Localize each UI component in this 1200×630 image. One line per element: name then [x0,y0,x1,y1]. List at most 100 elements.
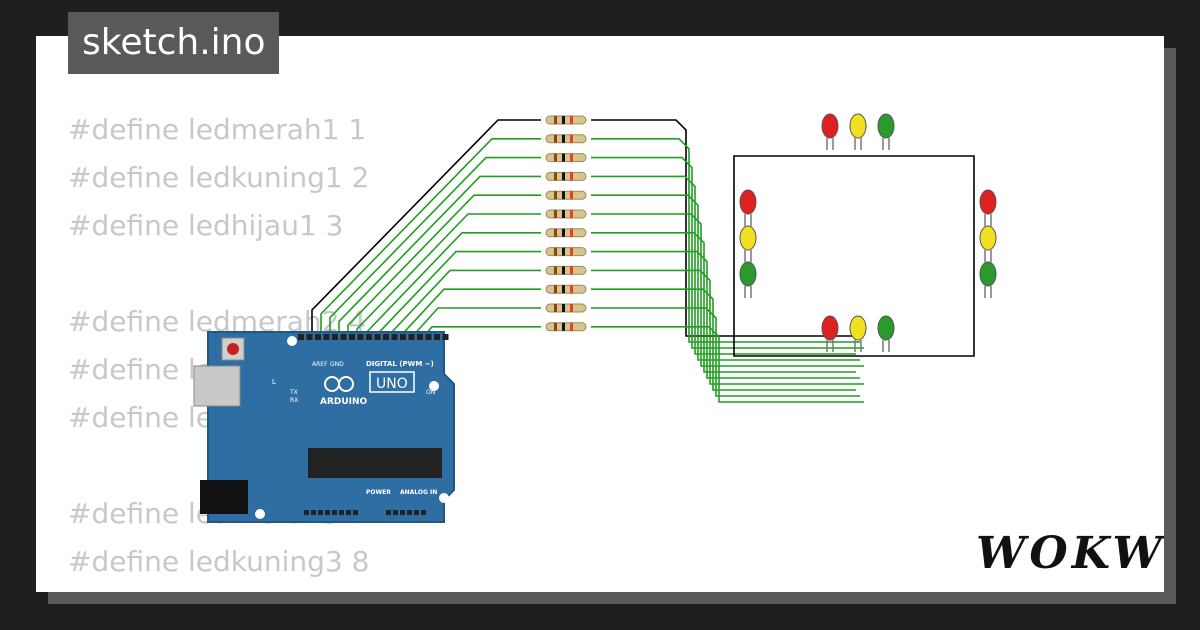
power-jack [200,480,248,514]
brand-label: ARDUINO [320,397,368,407]
resistor [545,265,587,275]
led-red-icon [739,189,757,215]
atmega-chip [308,448,442,478]
header-pin [408,334,415,340]
resistor-band [562,210,565,218]
file-tab[interactable]: sketch.ino [68,12,280,74]
wokwi-logo[interactable]: WOKWi [976,528,1164,579]
tx-label: TX [289,389,298,396]
resistor-band [554,266,557,275]
resistor-band [570,210,573,218]
resistor-band [562,134,565,143]
aref-label: AREF [312,361,328,368]
power-pin [318,510,323,515]
resistor-band [554,285,557,294]
reset-button-cap [227,343,239,355]
led-yellow-icon [739,225,757,251]
header-pin [374,334,381,340]
preview-card: #define ledmerah1 1#define ledkuning1 2#… [36,36,1164,592]
led-green-icon [877,113,895,139]
mount-hole [287,336,297,346]
header-pin [357,334,364,340]
wire [591,138,860,343]
power-pin [353,510,358,515]
wire [311,119,541,332]
usb-port [193,365,241,407]
resistor [545,153,587,163]
resistor [545,303,587,313]
resistor-band [570,266,573,275]
led-green-icon [979,261,997,287]
analog-label: ANALOG IN [400,489,437,496]
header-pin [425,334,432,340]
analog-pin [414,510,419,515]
resistor-band [562,266,565,275]
led-yellow-icon [849,315,867,341]
on-label: ON [426,389,435,396]
wires [311,119,975,403]
power-analog-header [304,510,426,515]
header-pin [306,334,313,340]
rx-label: RX [290,397,298,404]
resistor [545,247,587,257]
resistor-band [562,153,565,162]
resistor-band [562,285,565,294]
led-red-icon [821,315,839,341]
leds [739,113,997,352]
power-pin [332,510,337,515]
resistor-band [570,285,573,294]
wire [347,194,541,332]
wire [356,213,541,332]
resistor-band [570,247,573,256]
arduino-board[interactable]: AREF GND DIGITAL (PWM ~) L TX RX ARDUINO… [193,331,455,523]
analog-pin [386,510,391,515]
led-red-icon [821,113,839,139]
power-pin [311,510,316,515]
resistor [545,209,587,219]
board-name: UNO [376,376,408,392]
resistor [545,171,587,181]
wire [591,194,860,361]
resistor-band [554,134,557,143]
digital-label: DIGITAL (PWM ~) [366,360,434,368]
wire [591,326,864,403]
led-green-icon [877,315,895,341]
header-pin [417,334,423,340]
header-pin [332,334,338,340]
resistor-band [554,322,557,331]
header-pin [434,334,440,340]
resistor-band [554,191,557,200]
circuit-diagram: AREF GND DIGITAL (PWM ~) L TX RX ARDUINO… [193,113,997,523]
digital-header [298,334,449,340]
wire [591,250,860,379]
resistor [545,284,587,294]
led-yellow-icon [979,225,997,251]
resistor-band [562,304,565,312]
l-label: L [272,378,276,386]
resistor-band [554,304,557,312]
header-pin [391,334,398,340]
wire [591,156,864,349]
analog-pin [407,510,412,515]
code-line: #define ledhijau1 3 [68,209,344,242]
resistor-band [554,153,557,162]
power-pin [339,510,344,515]
mount-hole [439,493,449,503]
analog-pin [400,510,405,515]
arduino-logo-icon-right [338,376,354,392]
header-pin [349,334,355,340]
resistor-band [562,191,565,200]
wire [591,232,856,373]
wire [320,138,541,332]
wire [591,307,860,397]
power-label: POWER [366,489,391,496]
resistor-band [570,116,573,124]
resistor-band [562,247,565,256]
wire [383,269,541,343]
led-green-icon [739,261,757,287]
power-pin [325,510,330,515]
resistor [545,115,587,125]
mount-hole [255,509,265,519]
mount-hole [429,381,439,391]
resistor [545,322,587,332]
